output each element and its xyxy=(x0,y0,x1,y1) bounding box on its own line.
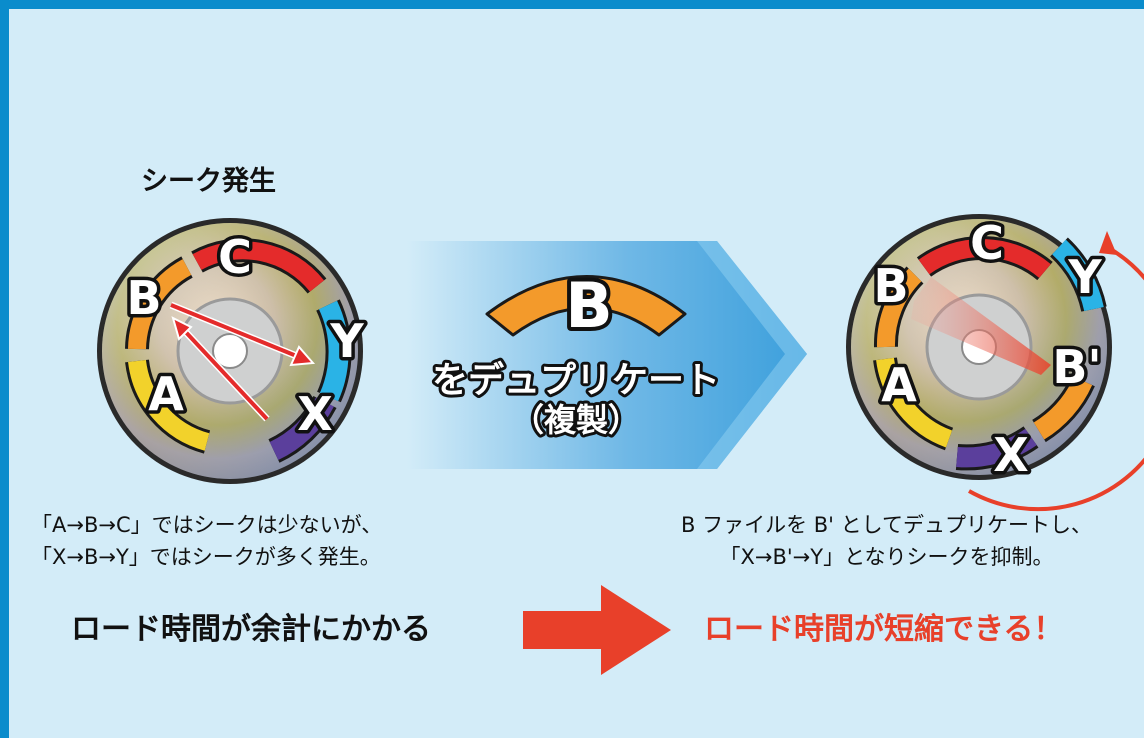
right-label-x: X xyxy=(993,428,1028,482)
right-segment-a xyxy=(876,357,953,448)
right-segment-c xyxy=(918,239,1051,279)
right-caption: B ファイルを B' としてデュプリケートし、 「X→B'→Y」となりシークを抑… xyxy=(681,509,1092,573)
duplicate-action-line1: をデュプリケート xyxy=(432,359,720,401)
right-segment-y xyxy=(1051,239,1104,312)
right-segment-b xyxy=(876,268,922,348)
left-label-y: Y xyxy=(329,314,364,368)
rotation-arrow xyxy=(968,231,1144,512)
diagram-graphics: C B A Y X B をデュプリケート （複製） xyxy=(97,213,1144,675)
right-label-c: C xyxy=(970,216,1004,270)
right-label-b: B xyxy=(873,259,908,313)
right-label-y: Y xyxy=(1067,250,1102,304)
left-disc xyxy=(97,218,363,484)
right-caption-line1: B ファイルを B' としてデュプリケートし、 xyxy=(681,513,1092,537)
left-label-x: X xyxy=(297,387,332,441)
right-seek-beam xyxy=(911,277,1051,375)
left-caption-line1: 「A→B→C」ではシークは少ないが、 xyxy=(31,513,383,537)
right-label-b-prime: B' xyxy=(1052,340,1101,394)
duplicate-file-letter: B xyxy=(565,269,612,342)
left-disc-title: シーク発生 xyxy=(141,166,276,197)
duplicate-band xyxy=(407,241,807,469)
right-segment-b-prime xyxy=(1033,376,1093,440)
duplicate-action-line2: （複製） xyxy=(512,401,640,439)
left-label-c: C xyxy=(218,230,252,284)
left-label-a: A xyxy=(148,367,184,421)
right-label-a: A xyxy=(881,358,917,412)
result-right: ロード時間が短縮できる！ xyxy=(704,612,1064,647)
right-caption-line2: 「X→B'→Y」となりシークを抑制。 xyxy=(719,545,1054,569)
result-arrow xyxy=(523,585,671,675)
right-segment-x xyxy=(956,428,1037,468)
right-disc xyxy=(846,214,1112,480)
left-caption: 「A→B→C」ではシークは少ないが、 「X→B→Y」ではシークが多く発生。 xyxy=(31,509,382,573)
left-caption-line2: 「X→B→Y」ではシークが多く発生。 xyxy=(31,545,381,569)
result-left: ロード時間が余計にかかる xyxy=(71,612,431,647)
left-label-b: B xyxy=(126,271,161,325)
